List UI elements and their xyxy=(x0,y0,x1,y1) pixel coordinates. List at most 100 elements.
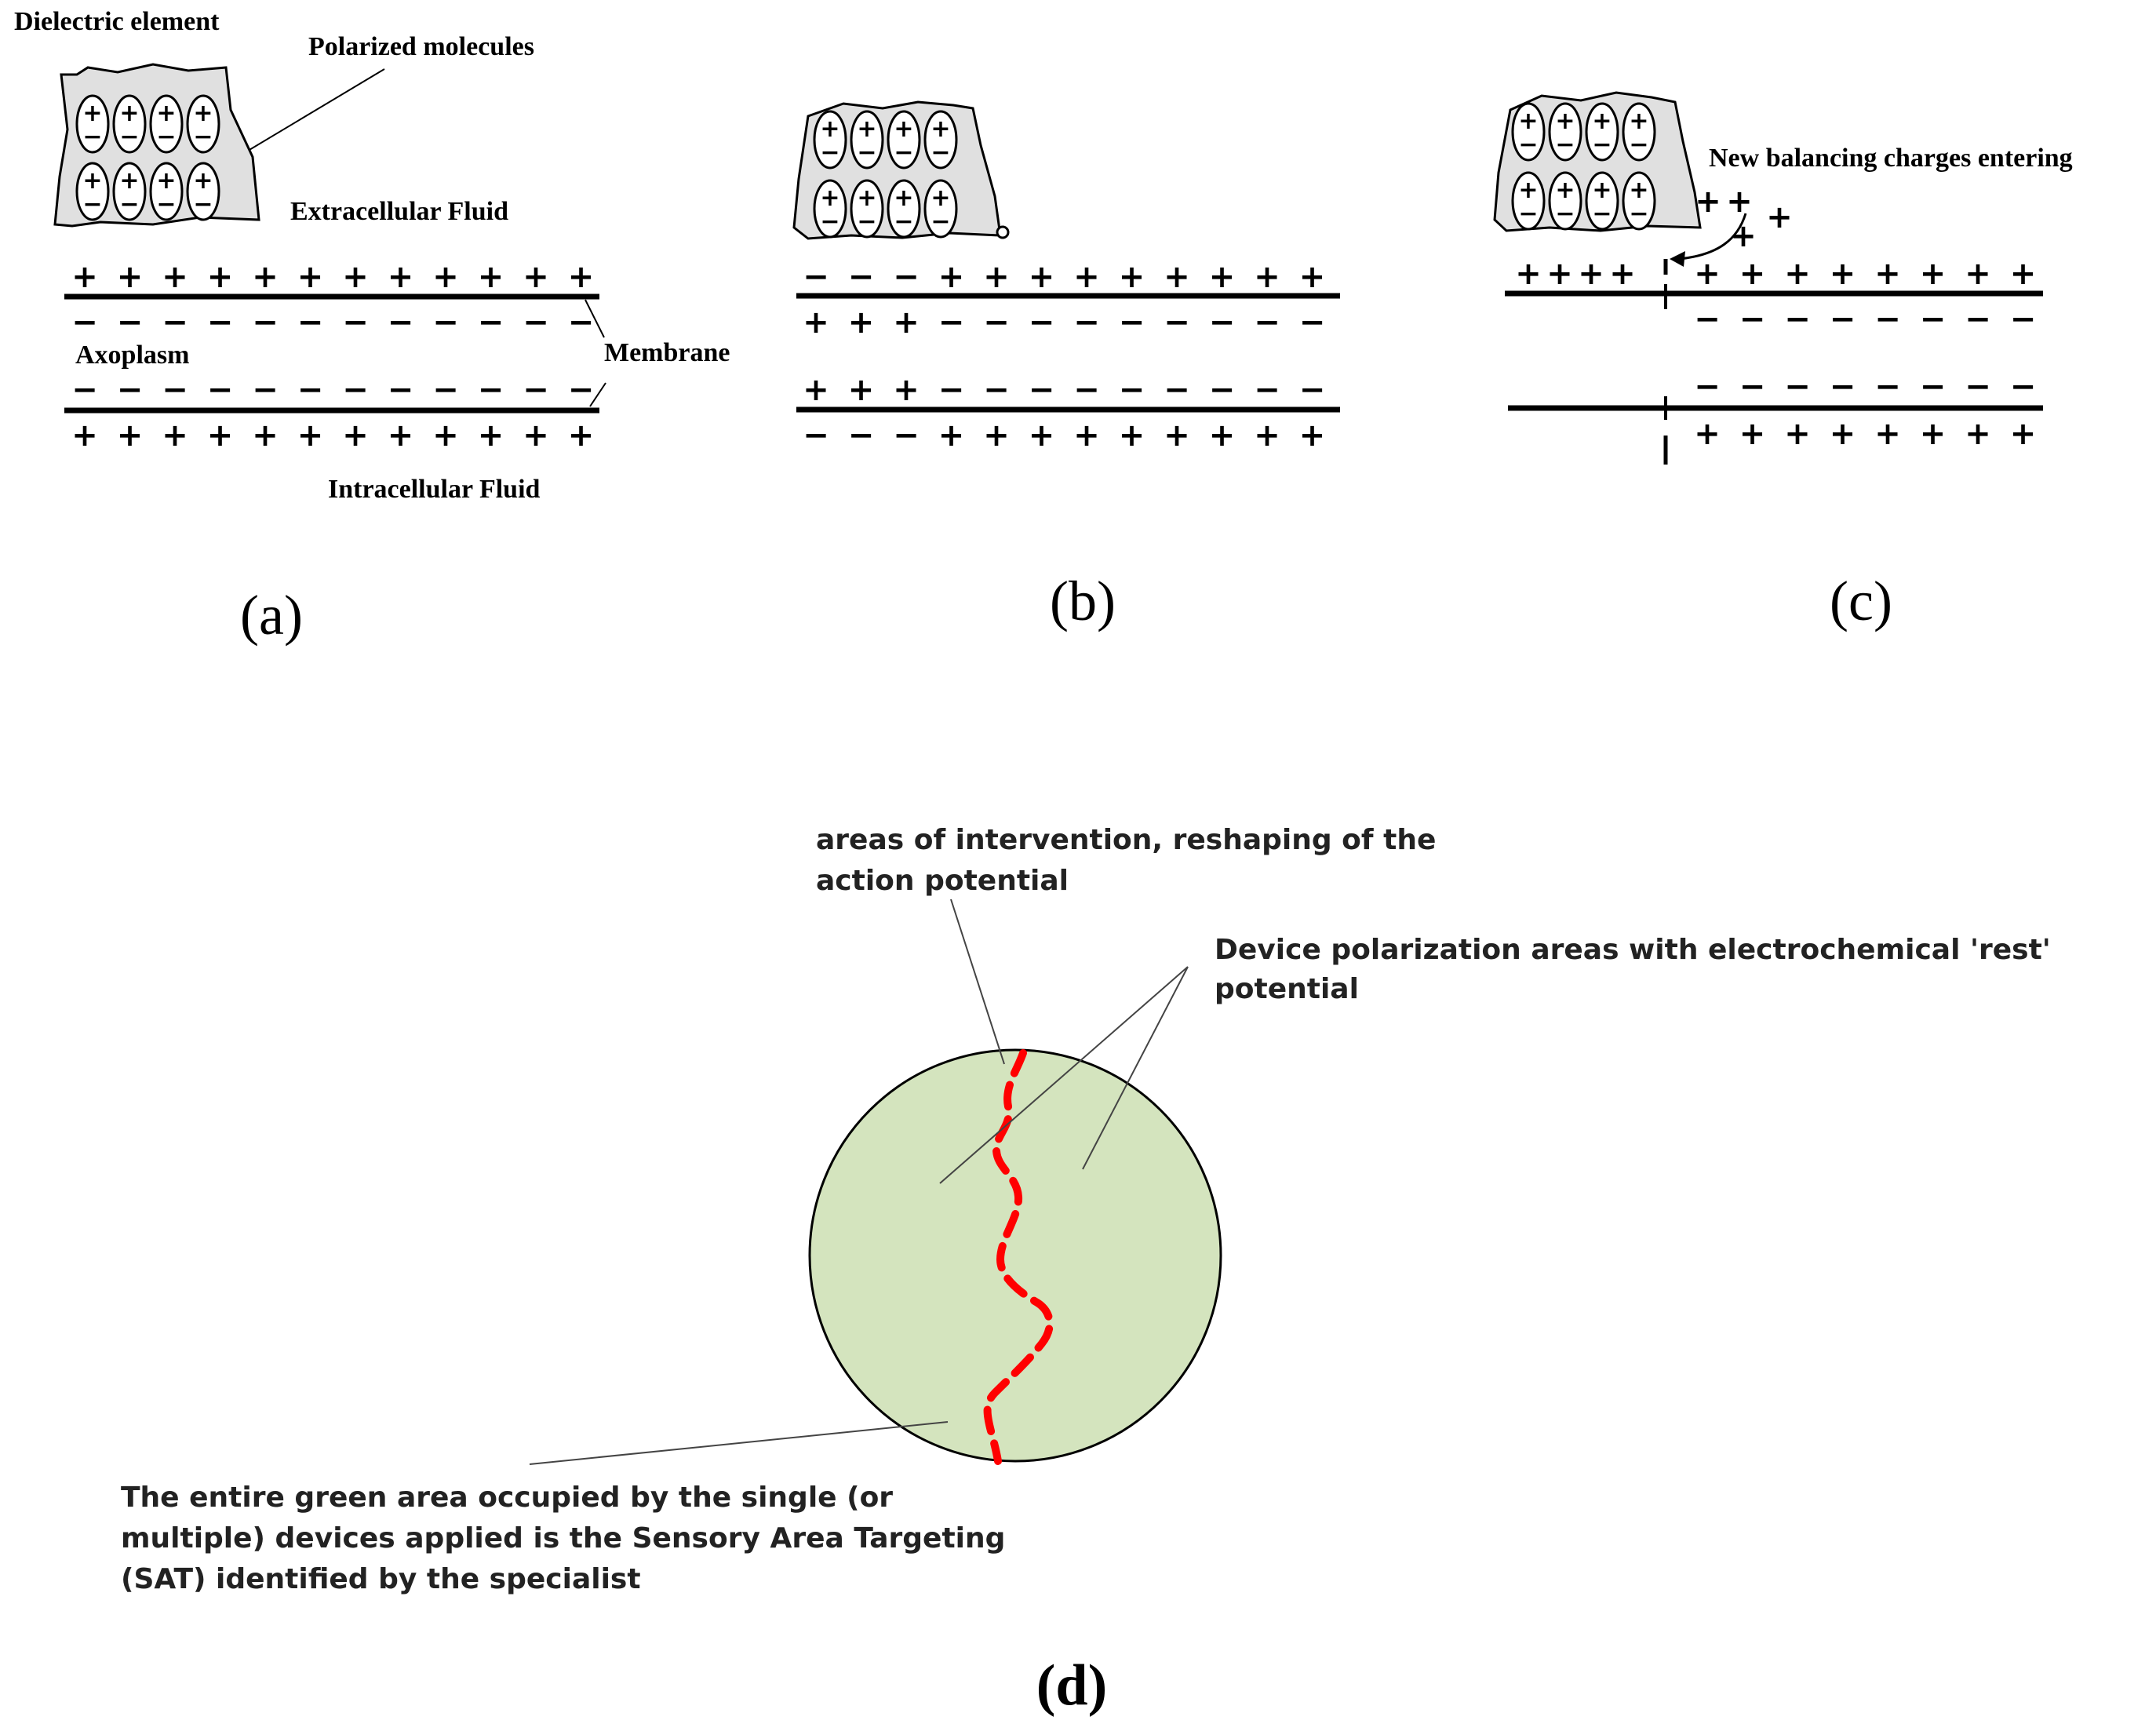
dielectric-element-label: Dielectric element xyxy=(14,7,220,36)
polarized-molecule xyxy=(1622,171,1656,231)
positive-charge-mark: + xyxy=(162,417,188,454)
molecule-positive-pole: + xyxy=(193,100,213,127)
negative-charge-mark: − xyxy=(1164,304,1190,341)
charge-row-b-outer-top: −−−+++++++++ xyxy=(803,259,1325,295)
entering-positive-charge: + xyxy=(1726,184,1753,220)
negative-charge-mark: − xyxy=(893,417,920,454)
positive-charge-mark: + xyxy=(388,259,414,295)
molecule-negative-pole: − xyxy=(82,191,102,218)
molecule-positive-pole: + xyxy=(1518,177,1538,204)
entering-positive-charge: + xyxy=(1695,184,1721,220)
negative-charge-mark: − xyxy=(983,304,1010,341)
polarization-leader-right xyxy=(1082,966,1189,1170)
negative-charge-mark: − xyxy=(1029,372,1055,408)
sensory-area-circle xyxy=(808,1048,1222,1463)
molecule-group-c: +−+−+−+−+−+−+−+− xyxy=(1511,102,1656,231)
positive-charge-mark: + xyxy=(432,259,459,295)
molecule-negative-pole: − xyxy=(931,139,950,166)
molecule-negative-pole: − xyxy=(820,139,839,166)
charge-row-a-inner-bottom: −−−−−−−−−−−− xyxy=(71,372,594,408)
negative-charge-mark: − xyxy=(1784,369,1811,405)
positive-charge-mark: + xyxy=(1830,256,1856,292)
positive-charge-mark: + xyxy=(1874,256,1901,292)
positive-charge-mark: + xyxy=(1029,259,1055,295)
molecule-negative-pole: − xyxy=(193,191,213,218)
molecule-negative-pole: − xyxy=(820,208,839,235)
entering-arrowhead xyxy=(1670,251,1685,267)
negative-charge-mark: − xyxy=(1784,301,1811,337)
polarized-molecule xyxy=(923,110,958,169)
polarized-molecule xyxy=(186,94,220,154)
charge-row-a-outer-bottom: ++++++++++++ xyxy=(71,417,594,454)
negative-charge-mark: − xyxy=(1254,304,1280,341)
polarized-molecule xyxy=(112,94,147,154)
positive-charge-mark: + xyxy=(803,304,829,341)
negative-charge-mark: − xyxy=(478,304,504,341)
molecule-positive-pole: + xyxy=(1629,177,1648,204)
negative-charge-mark: − xyxy=(938,372,965,408)
panel-b: +−+−+−+−+−+−+−+− −−−+++++++++ +++−−−−−−−… xyxy=(792,100,1340,632)
negative-charge-mark: − xyxy=(1739,301,1766,337)
positive-charge-mark: + xyxy=(1299,259,1326,295)
positive-charge-mark: + xyxy=(252,417,279,454)
negative-charge-mark: − xyxy=(803,259,829,295)
positive-charge-mark: + xyxy=(1029,417,1055,454)
negative-charge-mark: − xyxy=(297,304,324,341)
positive-charge-mark: + xyxy=(207,417,234,454)
molecule-negative-pole: − xyxy=(1629,200,1648,228)
positive-charge-mark: + xyxy=(1965,416,1991,452)
intervention-leader xyxy=(950,898,1005,1065)
molecule-negative-pole: − xyxy=(193,123,213,151)
molecule-negative-pole: − xyxy=(857,208,876,235)
intervention-label-line2: action potential xyxy=(816,865,1069,897)
positive-charge-mark: + xyxy=(2010,256,2037,292)
polarized-molecule xyxy=(923,179,958,239)
negative-charge-mark: − xyxy=(252,372,279,408)
molecule-negative-pole: − xyxy=(156,123,176,151)
positive-charge-mark: + xyxy=(938,259,965,295)
negative-charge-mark: − xyxy=(297,372,324,408)
positive-charge-mark: + xyxy=(1209,259,1236,295)
negative-charge-mark: − xyxy=(207,372,234,408)
negative-charge-mark: − xyxy=(2010,301,2037,337)
caption-a: (a) xyxy=(240,584,303,647)
negative-charge-mark: − xyxy=(207,304,234,341)
sat-leader xyxy=(529,1421,949,1465)
molecule-positive-pole: + xyxy=(82,100,102,127)
positive-charge-mark: + xyxy=(432,417,459,454)
polarized-molecule xyxy=(1548,102,1582,162)
polarized-molecule xyxy=(1511,102,1546,162)
positive-charge-mark: + xyxy=(1965,256,1991,292)
molecule-positive-pole: + xyxy=(119,100,139,127)
positive-charge-mark: + xyxy=(207,259,234,295)
polarized-molecule xyxy=(1548,171,1582,231)
polarized-molecule xyxy=(1585,102,1619,162)
negative-charge-mark: − xyxy=(1254,372,1280,408)
contact-point-b xyxy=(996,225,1010,239)
positive-charge-mark: + xyxy=(1874,416,1901,452)
polarized-molecule xyxy=(850,110,884,169)
molecule-positive-pole: + xyxy=(193,167,213,195)
polarized-molecule xyxy=(149,162,184,221)
positive-charge-mark: + xyxy=(252,259,279,295)
positive-charge-mark: + xyxy=(983,417,1010,454)
polarized-molecule xyxy=(1622,102,1656,162)
positive-charge-mark: + xyxy=(1209,417,1236,454)
charge-row-c-outer-top: ++++++++++++ xyxy=(1515,256,2036,292)
polarized-molecule xyxy=(1511,171,1546,231)
molecule-negative-pole: − xyxy=(119,191,139,218)
positive-charge-mark: + xyxy=(478,259,504,295)
intracellular-fluid-label: Intracellular Fluid xyxy=(328,475,541,504)
molecule-positive-pole: + xyxy=(82,167,102,195)
molecule-negative-pole: − xyxy=(1555,131,1575,159)
positive-charge-mark: + xyxy=(297,259,324,295)
negative-charge-mark: − xyxy=(568,304,595,341)
negative-charge-mark: − xyxy=(1073,372,1100,408)
balancing-charges-label: New balancing charges entering xyxy=(1709,144,2073,173)
molecule-positive-pole: + xyxy=(894,184,913,212)
positive-charge-mark: + xyxy=(1739,416,1766,452)
positive-charge-mark: + xyxy=(342,417,369,454)
positive-charge-mark: + xyxy=(1299,417,1326,454)
molecule-positive-pole: + xyxy=(1555,177,1575,204)
charge-row-c-inner-bottom: −−−−−−−− xyxy=(1694,369,2036,405)
